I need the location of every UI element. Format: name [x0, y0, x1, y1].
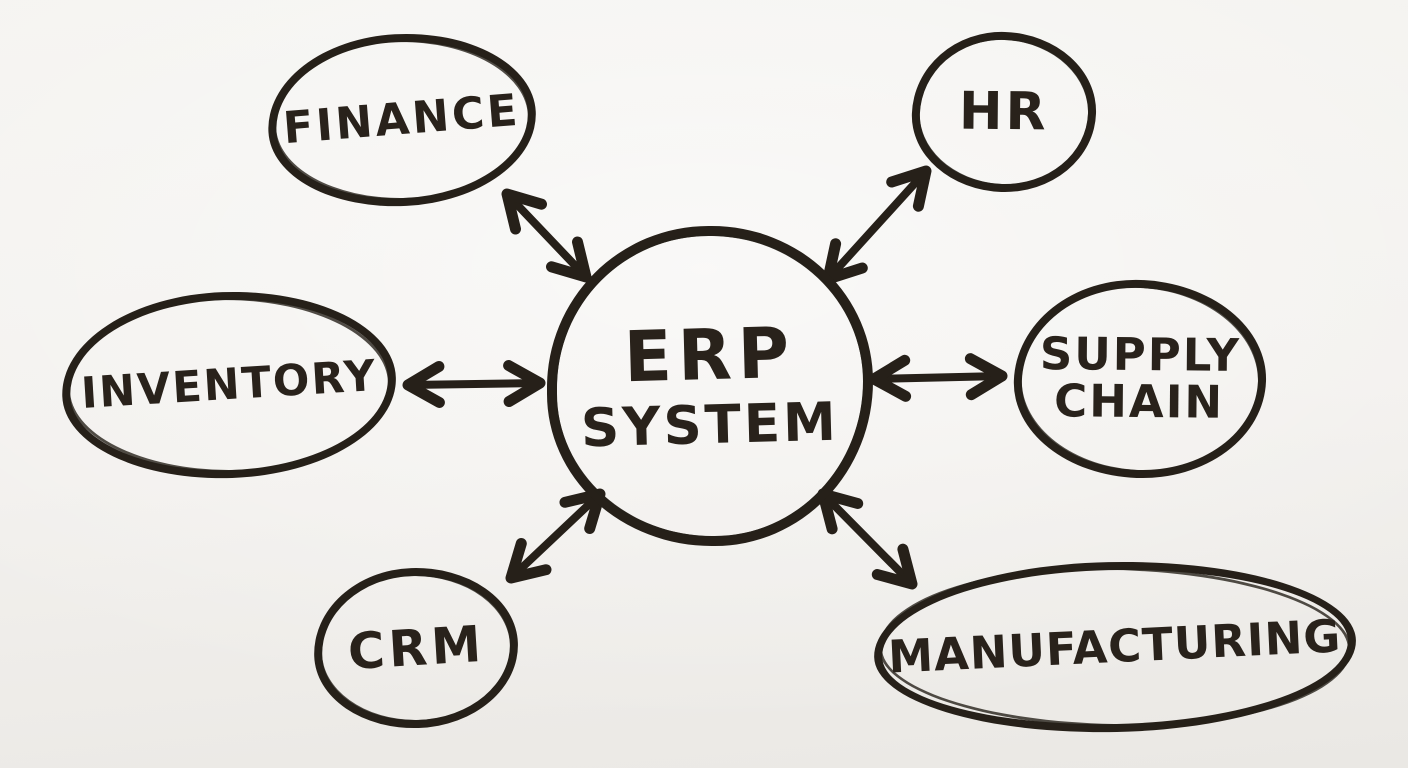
- node-supply-chain-label-line1: SUPPLY: [1040, 327, 1242, 383]
- arrow-erp-hr: [822, 165, 932, 285]
- node-supply-chain-label-line2: CHAIN: [1053, 374, 1225, 429]
- node-inventory-label: INVENTORY: [79, 350, 379, 419]
- node-hr-label: HR: [958, 81, 1050, 143]
- node-erp-system: ERP SYSTEM: [547, 226, 873, 546]
- arrow-erp-finance: [501, 188, 592, 283]
- node-crm-label: CRM: [345, 614, 487, 682]
- node-finance-label: FINANCE: [281, 84, 523, 155]
- arrow-erp-crm: [505, 488, 606, 584]
- node-manufacturing-label: MANUFACTURING: [887, 608, 1343, 684]
- arrow-erp-inventory: [402, 360, 546, 408]
- node-erp-label-line2: SYSTEM: [580, 391, 840, 460]
- arrow-erp-supply-chain: [868, 353, 1008, 402]
- node-erp-label-line1: ERP: [623, 311, 797, 399]
- arrow-erp-manufacturing: [817, 488, 918, 590]
